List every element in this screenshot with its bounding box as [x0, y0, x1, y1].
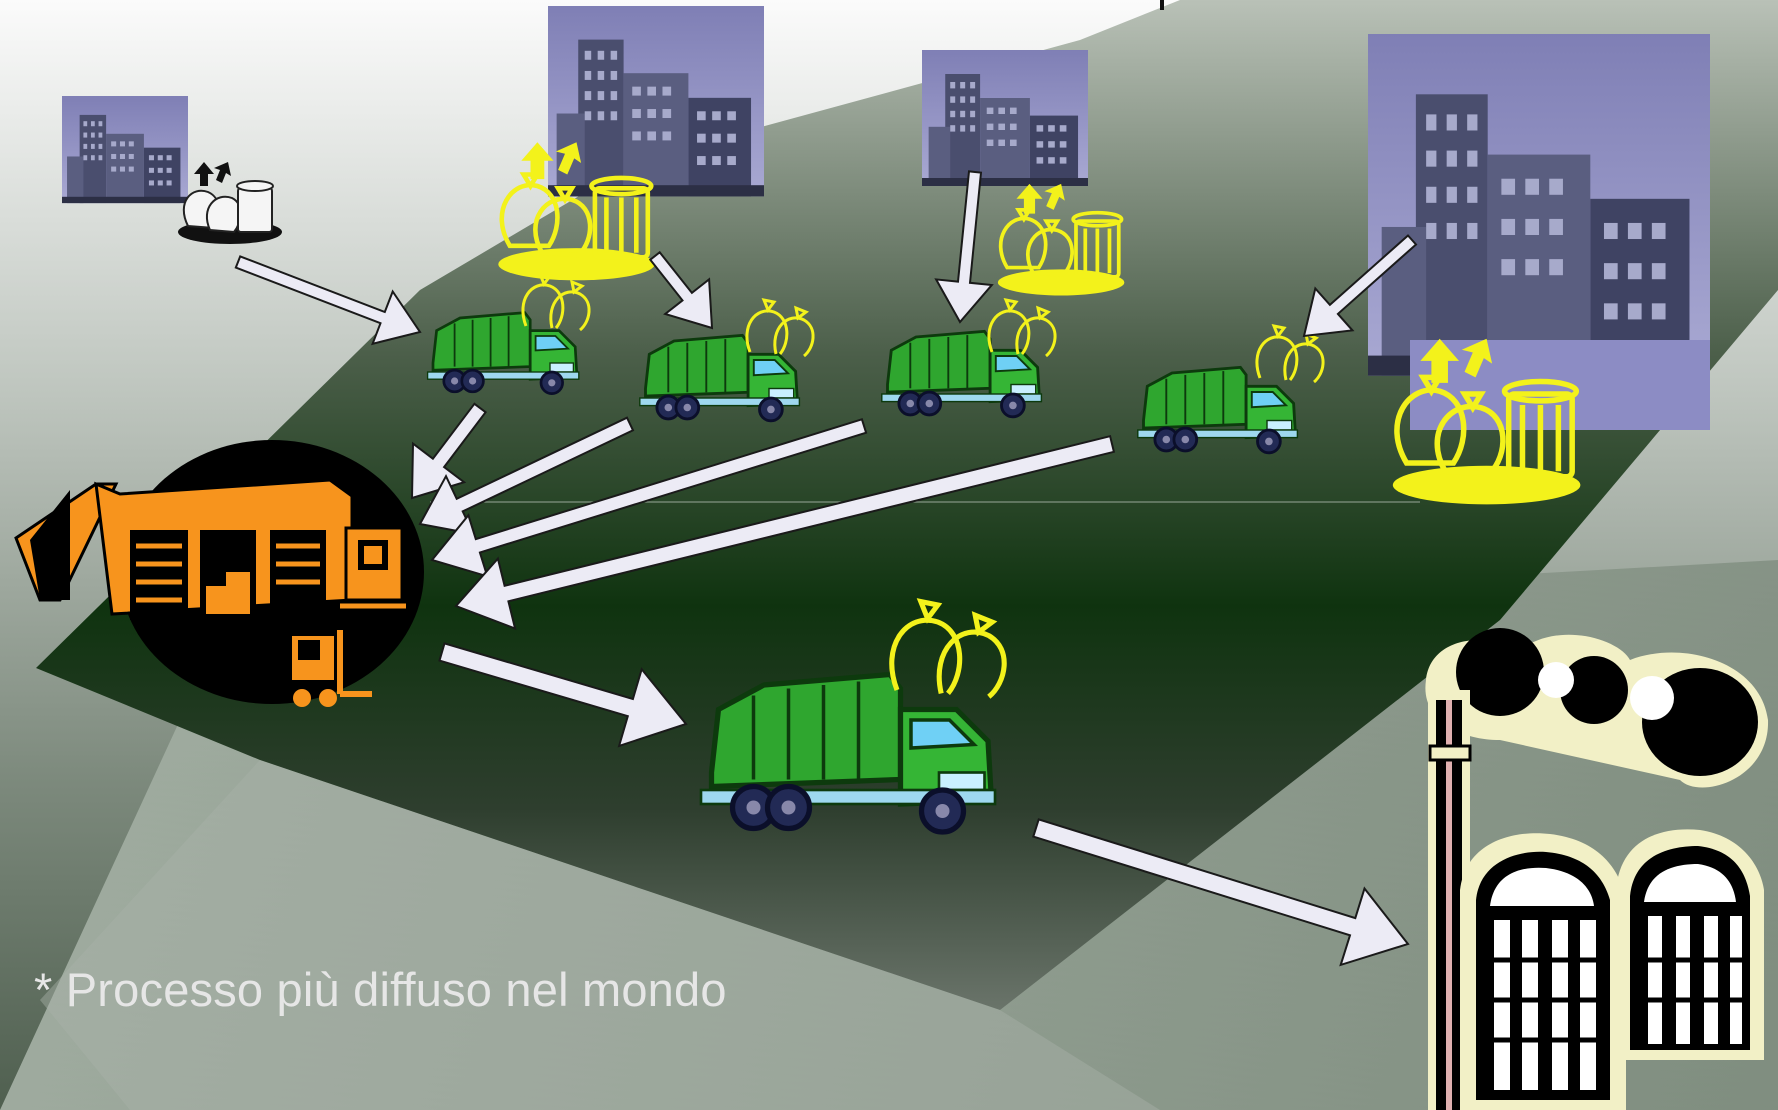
flow-arrow-4 — [1302, 234, 1418, 338]
flow-arrow-1 — [234, 255, 422, 346]
building-icon-3 — [922, 50, 1088, 186]
footnote: * Processo più diffuso nel mondo — [34, 963, 727, 1016]
flow-arrow-3 — [934, 170, 994, 324]
building-icon-2 — [548, 6, 764, 197]
flow-arrow-9 — [438, 642, 688, 748]
flow-arrow-6 — [418, 416, 635, 536]
forklift-icon — [292, 630, 372, 707]
flow-arrow-2 — [648, 250, 714, 330]
flow-arrows — [234, 170, 1418, 967]
building-icon-1 — [62, 96, 188, 204]
incinerator-icon — [1425, 628, 1769, 1110]
flow-arrow-10 — [1032, 818, 1410, 967]
flow-arrow-7 — [430, 418, 868, 578]
trash-bag-icon-1 — [178, 162, 282, 244]
building-icon-4 — [1368, 34, 1710, 376]
flow-arrow-8 — [454, 434, 1116, 631]
warehouse-icon — [14, 440, 424, 704]
